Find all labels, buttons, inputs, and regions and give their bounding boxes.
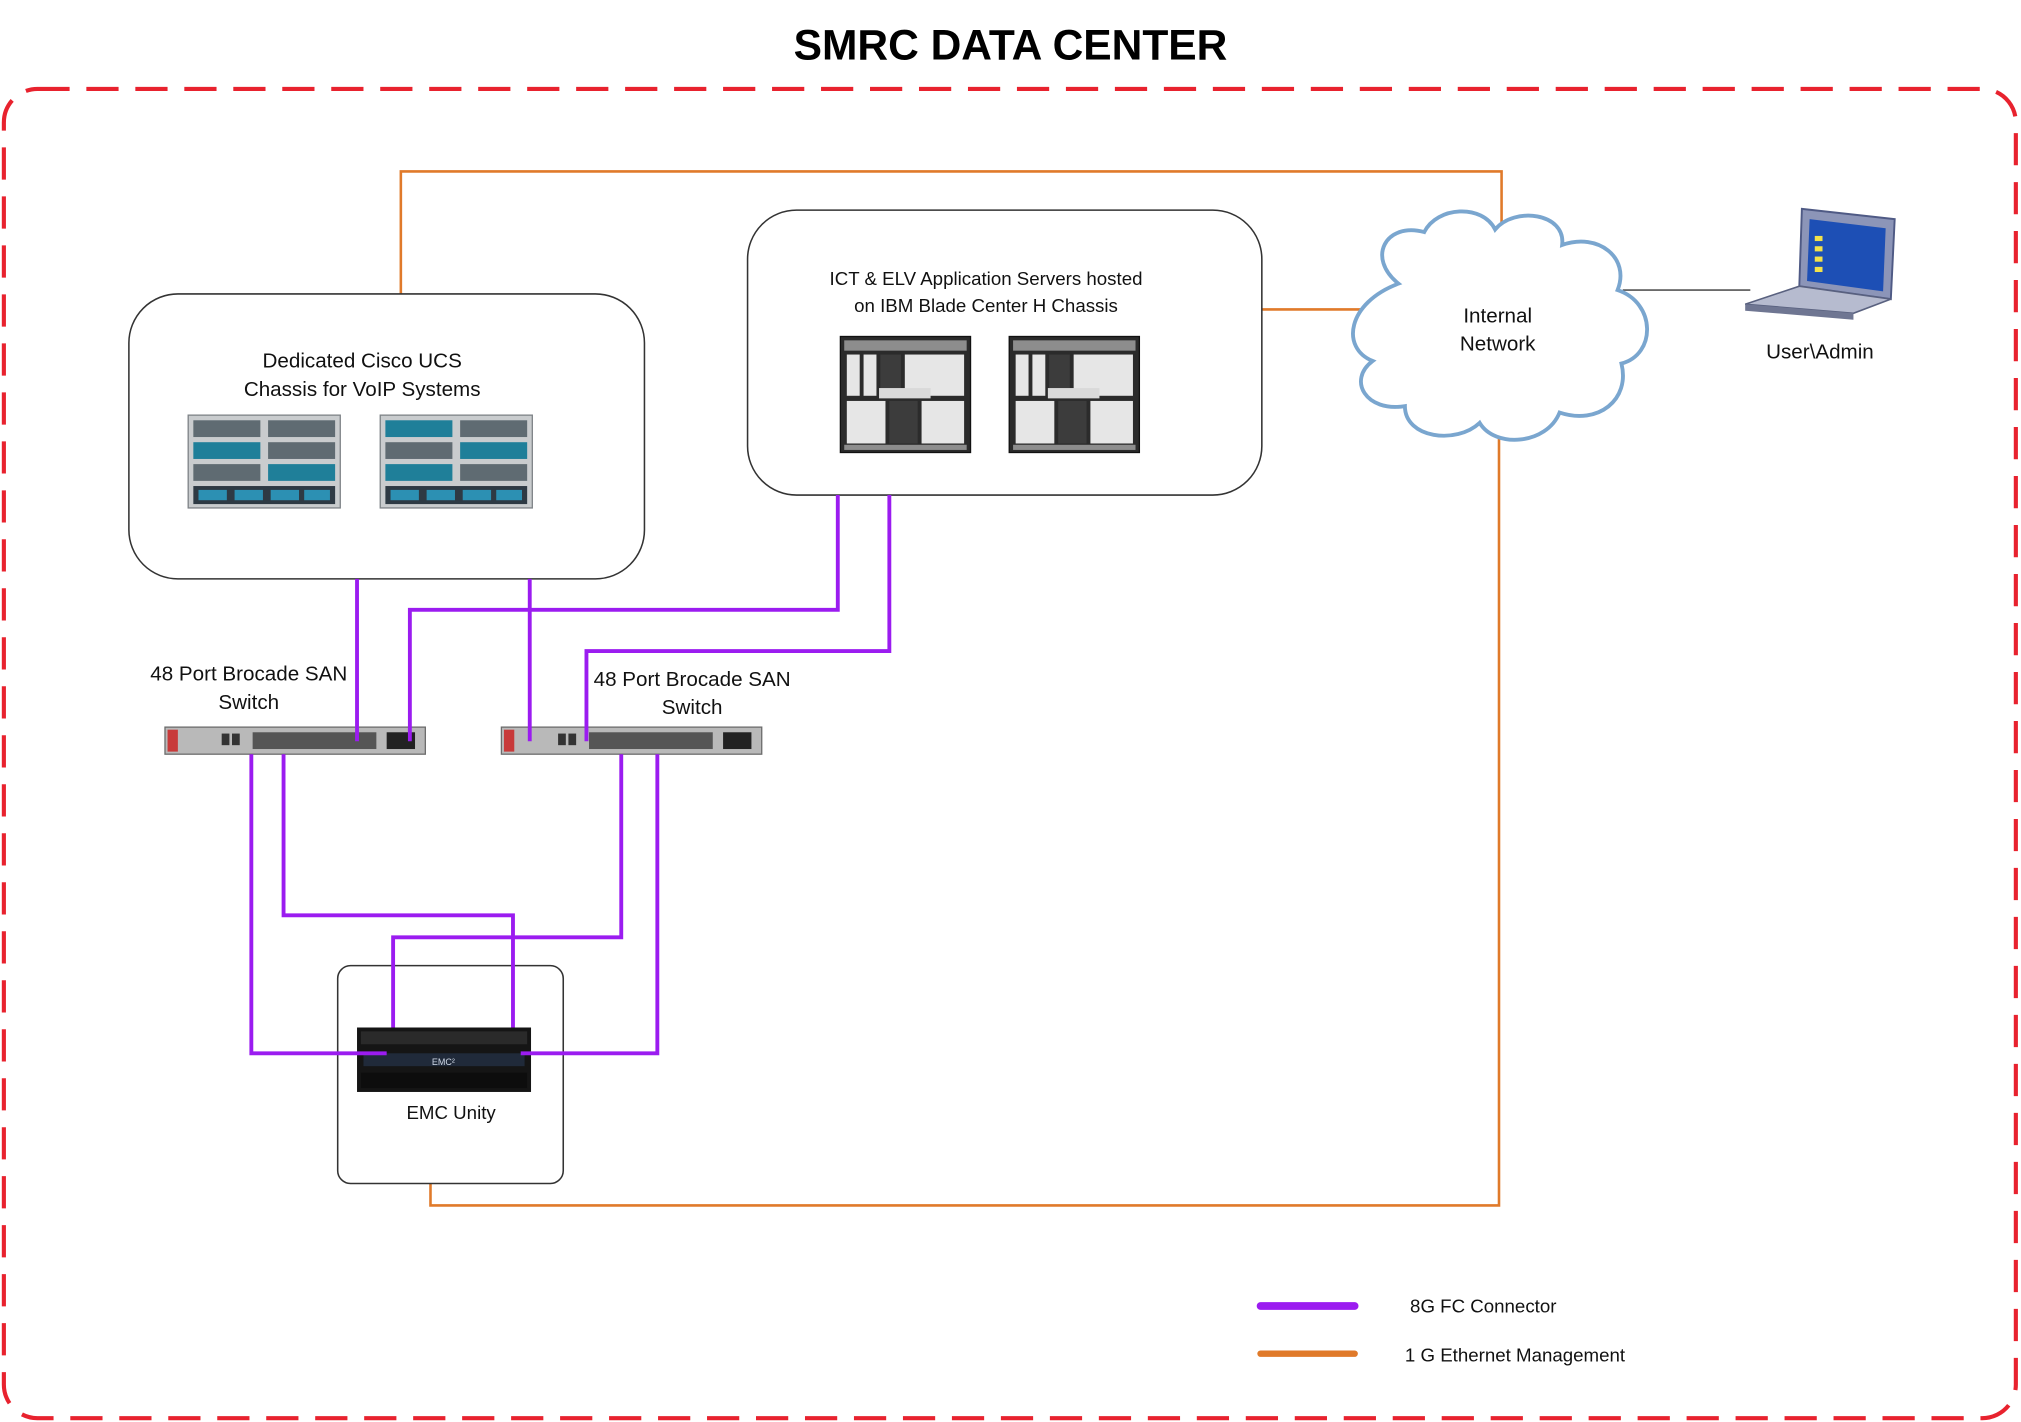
ibm-blade-chassis-icon xyxy=(1008,335,1141,454)
ethernet-link xyxy=(399,170,1503,297)
san-switch-icon xyxy=(500,726,763,755)
ethernet-link xyxy=(429,438,1501,1207)
ibm-blade-node: ICT & ELV Application Servers hosted on … xyxy=(746,209,1263,496)
emc-brand-badge: EMC² xyxy=(432,1057,455,1067)
san-switch-1-label-line2: Switch xyxy=(218,691,279,714)
emc-unity-label: EMC Unity xyxy=(406,1102,496,1123)
cisco-ucs-node: Dedicated Cisco UCS Chassis for VoIP Sys… xyxy=(128,293,646,580)
cloud-icon xyxy=(1351,209,1649,442)
fc-link xyxy=(391,754,624,1028)
ibm-blade-box xyxy=(746,209,1263,496)
cisco-ucs-chassis-icon xyxy=(187,414,341,509)
network-label-line2: Network xyxy=(1460,333,1536,356)
laptop-icon xyxy=(1744,207,1896,320)
san-switch-2-label-line1: 48 Port Brocade SAN xyxy=(594,668,791,691)
internal-network-node: Internal Network xyxy=(1351,209,1649,442)
emc-unity-array-icon: EMC² xyxy=(357,1027,532,1092)
diagram-title: SMRC DATA CENTER xyxy=(794,21,1228,69)
legend-fc-label: 8G FC Connector xyxy=(1410,1295,1556,1316)
fc-link xyxy=(281,754,515,1028)
legend-eth-label: 1 G Ethernet Management xyxy=(1405,1344,1626,1365)
fc-link xyxy=(407,495,840,742)
fc-link xyxy=(520,754,660,1056)
fc-link xyxy=(584,495,892,742)
emc-unity-node: EMC² EMC Unity xyxy=(336,964,565,1185)
data-center-boundary xyxy=(1,86,2018,1421)
ibm-blade-chassis-icon xyxy=(839,335,972,454)
ibm-blade-label-line2: on IBM Blade Center H Chassis xyxy=(854,295,1118,316)
ibm-blade-label-line1: ICT & ELV Application Servers hosted xyxy=(830,268,1143,289)
cisco-ucs-chassis-icon xyxy=(379,414,533,509)
san-switch-2-node: 48 Port Brocade SAN Switch xyxy=(500,668,791,755)
san-switch-2-label-line2: Switch xyxy=(662,696,723,719)
user-admin-label: User\Admin xyxy=(1766,340,1874,363)
user-admin-node: User\Admin xyxy=(1744,207,1896,363)
network-label-line1: Internal xyxy=(1463,304,1532,327)
san-switch-1-label-line1: 48 Port Brocade SAN xyxy=(150,663,347,686)
cisco-ucs-label-line1: Dedicated Cisco UCS xyxy=(263,349,462,372)
san-switch-1-node: 48 Port Brocade SAN Switch xyxy=(150,663,426,755)
fc-link xyxy=(249,754,387,1056)
legend: 8G FC Connector 1 G Ethernet Management xyxy=(1256,1295,1626,1365)
san-switch-icon xyxy=(164,726,426,755)
cisco-ucs-label-line2: Chassis for VoIP Systems xyxy=(244,378,481,401)
